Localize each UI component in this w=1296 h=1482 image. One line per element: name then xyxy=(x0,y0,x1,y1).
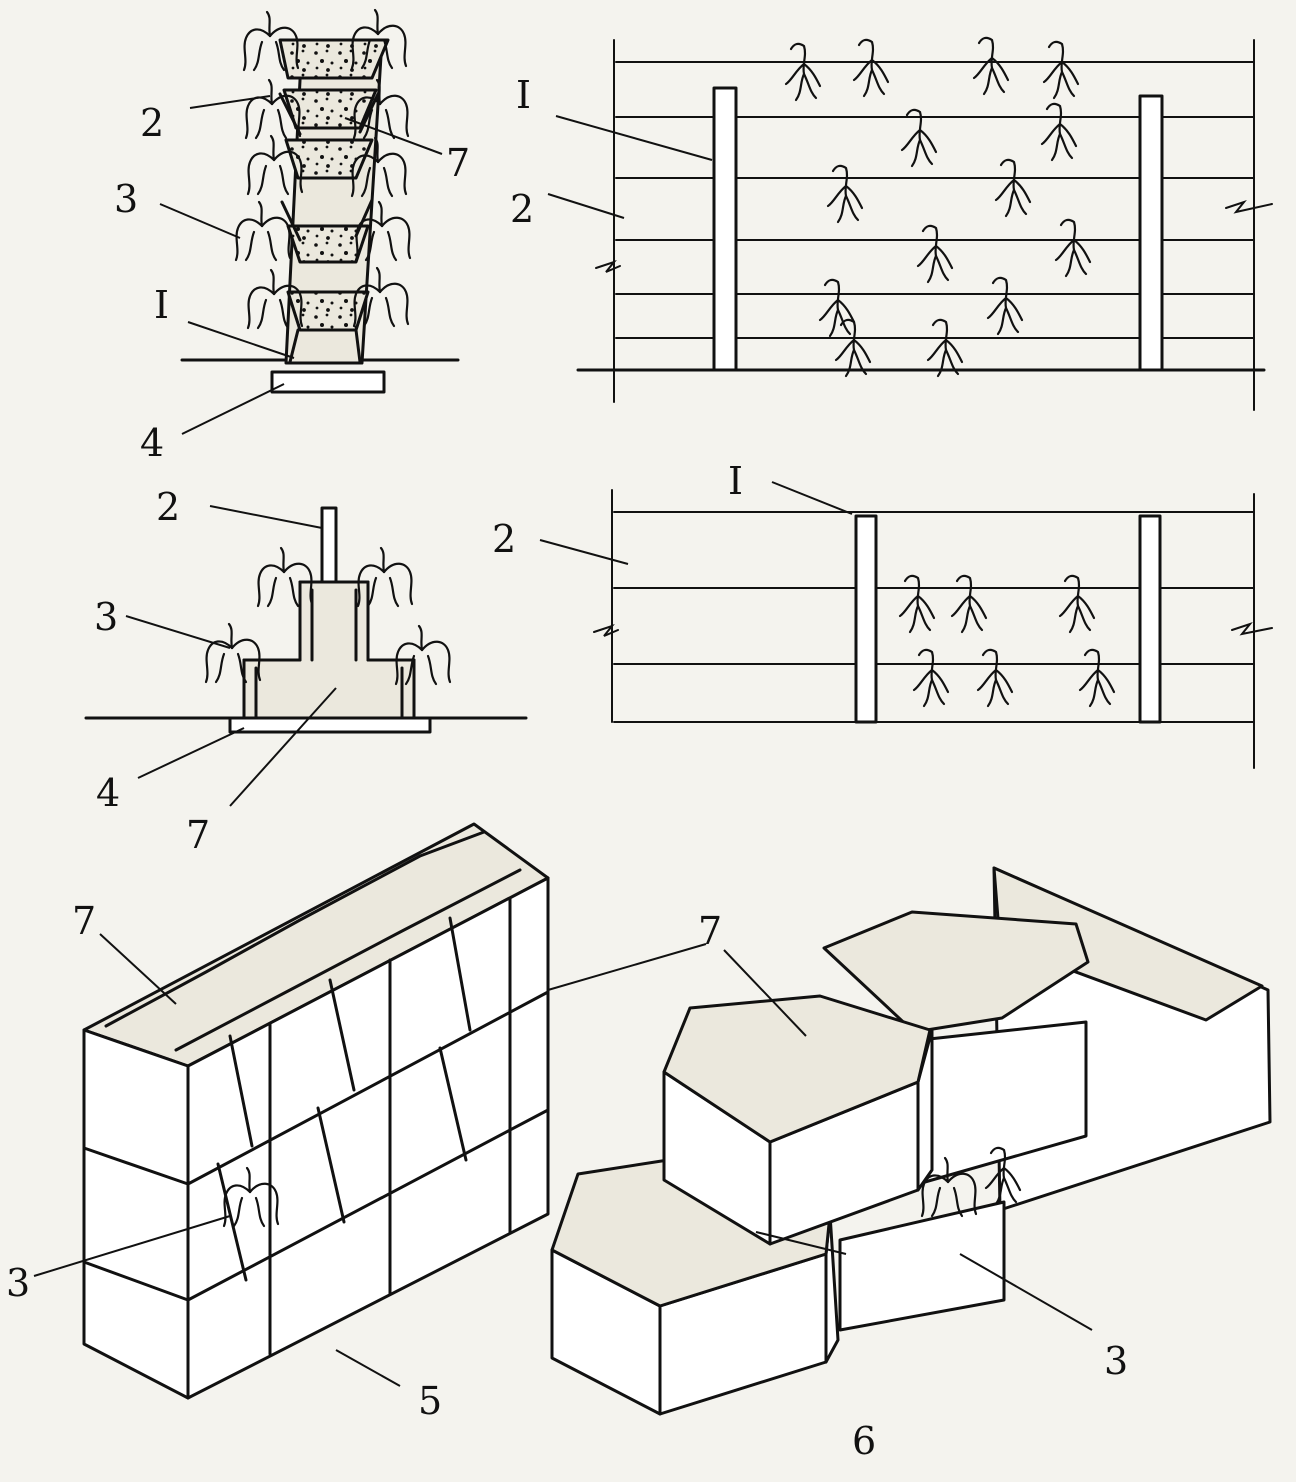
tower-section-view: 2 7 3 I 4 xyxy=(114,8,470,465)
label-tr-I: I xyxy=(516,73,531,117)
label-mr-2: 2 xyxy=(492,517,516,561)
label-ml-4: 4 xyxy=(96,771,120,815)
label-br-7: 7 xyxy=(698,909,722,953)
label-tl-3: 3 xyxy=(114,177,138,221)
label-br-6: 6 xyxy=(852,1419,876,1463)
hex-blocks-isometric: 7 3 6 xyxy=(550,866,1272,1463)
wall-elevation-partial: I 2 xyxy=(492,459,1273,769)
post-right xyxy=(1138,94,1164,372)
post-mid-left xyxy=(854,514,878,724)
label-tl-7: 7 xyxy=(446,141,470,185)
stepped-footing xyxy=(228,716,432,734)
label-tr-2: 2 xyxy=(510,187,534,231)
label-mr-I: I xyxy=(728,459,743,503)
label-ml-2: 2 xyxy=(156,485,180,529)
stepped-box-section: 2 3 4 7 xyxy=(84,485,528,857)
label-tl-I: I xyxy=(154,283,169,327)
hex-block-front xyxy=(662,994,934,1246)
label-bl-3: 3 xyxy=(6,1261,30,1305)
label-br-3: 3 xyxy=(1104,1339,1128,1383)
hex-block-middle xyxy=(822,910,1090,1332)
post-center xyxy=(320,506,338,586)
block-wall-isometric: 7 3 5 xyxy=(6,822,707,1423)
wall-plants xyxy=(784,36,1092,378)
wall-elevation-planted: I 2 xyxy=(510,36,1273,411)
partial-plants xyxy=(898,574,1116,708)
label-bl-7: 7 xyxy=(72,899,96,943)
post-mid-right xyxy=(1138,514,1162,724)
post-left xyxy=(712,86,738,372)
label-tl-4: 4 xyxy=(140,421,164,465)
label-ml-7: 7 xyxy=(186,813,210,857)
tower-footing xyxy=(270,370,386,394)
label-tl-2: 2 xyxy=(140,101,164,145)
label-ml-3: 3 xyxy=(94,595,118,639)
label-bl-5: 5 xyxy=(418,1379,442,1423)
